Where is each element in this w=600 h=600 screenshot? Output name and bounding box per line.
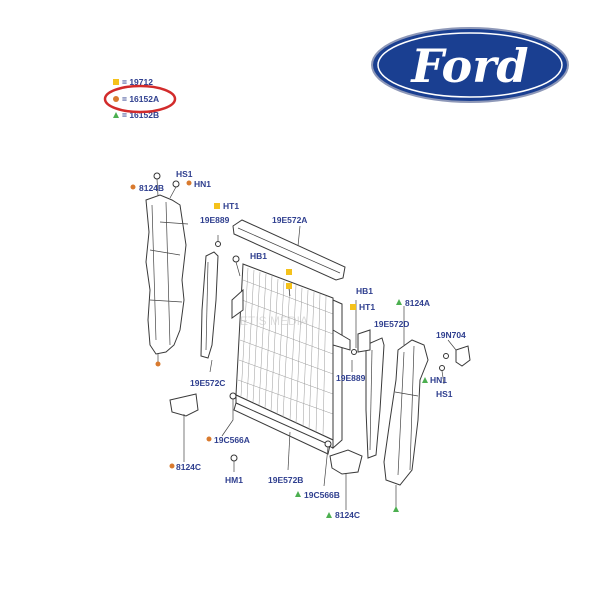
label-19e889-top: 19E889 (200, 215, 230, 225)
legend-circle-marker (113, 96, 119, 102)
marker-orange-icon (206, 436, 212, 442)
label-8124c-right: 8124C (335, 510, 360, 520)
marker-green-icon (393, 506, 399, 512)
hs1-screw-icon (153, 172, 161, 180)
hs1-screw-right-icon (439, 365, 445, 371)
legend-entry-3: = 16152B (122, 110, 159, 120)
label-ht1-right: HT1 (359, 302, 375, 312)
legend-square-marker (113, 79, 119, 85)
legend: = 19712 = 16152A = 16152B (103, 77, 177, 120)
lower-fasteners (221, 392, 332, 487)
label-ht1-top: HT1 (223, 201, 239, 211)
label-hb1-left: HB1 (250, 251, 267, 261)
label-19e889-bottom: 19E889 (336, 373, 366, 383)
label-hn1-right: HN1 (430, 375, 447, 385)
marker-green-icon (396, 299, 402, 305)
label-19c566b: 19C566B (304, 490, 340, 500)
marker-green-icon (422, 377, 428, 383)
ford-logo-text: Ford (409, 39, 528, 93)
label-hb1-right: HB1 (356, 286, 373, 296)
marker-yellow-icon (286, 269, 292, 275)
upper-seal-strip (232, 219, 346, 281)
lower-bracket-left (169, 393, 199, 469)
marker-orange-icon (169, 463, 175, 469)
19c566b-clip-icon (324, 440, 332, 448)
marker-orange-icon (186, 180, 192, 186)
label-19c566a: 19C566A (214, 435, 250, 445)
sensor-19n704 (439, 339, 471, 385)
part-labels: HS1 HN1 8124B HT1 19E889 19E572A HB1 HB1… (130, 169, 466, 520)
label-19n704: 19N704 (436, 330, 466, 340)
hb1-bolt-right-icon (351, 349, 357, 355)
hn1-nut-icon (172, 180, 180, 188)
right-air-deflector (383, 306, 429, 512)
marker-orange-icon (155, 361, 161, 367)
condenser-core (231, 255, 351, 450)
label-19e572c: 19E572C (190, 378, 225, 388)
lower-bracket-right (329, 449, 363, 510)
lower-seal-strip (233, 402, 331, 471)
label-8124a: 8124A (405, 298, 430, 308)
label-hm1: HM1 (225, 475, 243, 485)
label-hs1-right: HS1 (436, 389, 453, 399)
highlight-circle (103, 84, 177, 114)
marker-yellow-icon (350, 304, 356, 310)
marker-yellow-icon (214, 203, 220, 209)
label-hs1-top: HS1 (176, 169, 193, 179)
marker-green-icon (326, 512, 332, 518)
legend-triangle-marker (113, 112, 119, 118)
right-seal-strip (351, 300, 385, 459)
hb1-bolt-left-icon (232, 255, 240, 263)
watermark: ETIS MEDIA (240, 314, 308, 328)
label-8124b: 8124B (139, 183, 164, 193)
left-seal-strip (200, 235, 221, 373)
ht1-clip-icon (215, 241, 221, 247)
ford-logo: Ford (371, 27, 569, 103)
hn1-nut-right-icon (443, 353, 449, 359)
hm1-screw-icon (230, 454, 238, 462)
left-air-deflector (145, 172, 189, 367)
marker-yellow-core-icon (286, 283, 292, 289)
label-hn1-top: HN1 (194, 179, 211, 189)
label-19e572d: 19E572D (374, 319, 409, 329)
legend-entry-2: = 16152A (122, 94, 159, 104)
label-19e572a: 19E572A (272, 215, 307, 225)
19c566a-clip-icon (229, 392, 237, 400)
label-8124c-left: 8124C (176, 462, 201, 472)
marker-orange-icon (130, 184, 136, 190)
label-19e572b: 19E572B (268, 475, 303, 485)
legend-entry-1: = 19712 (122, 77, 153, 87)
marker-green-icon (295, 491, 301, 497)
